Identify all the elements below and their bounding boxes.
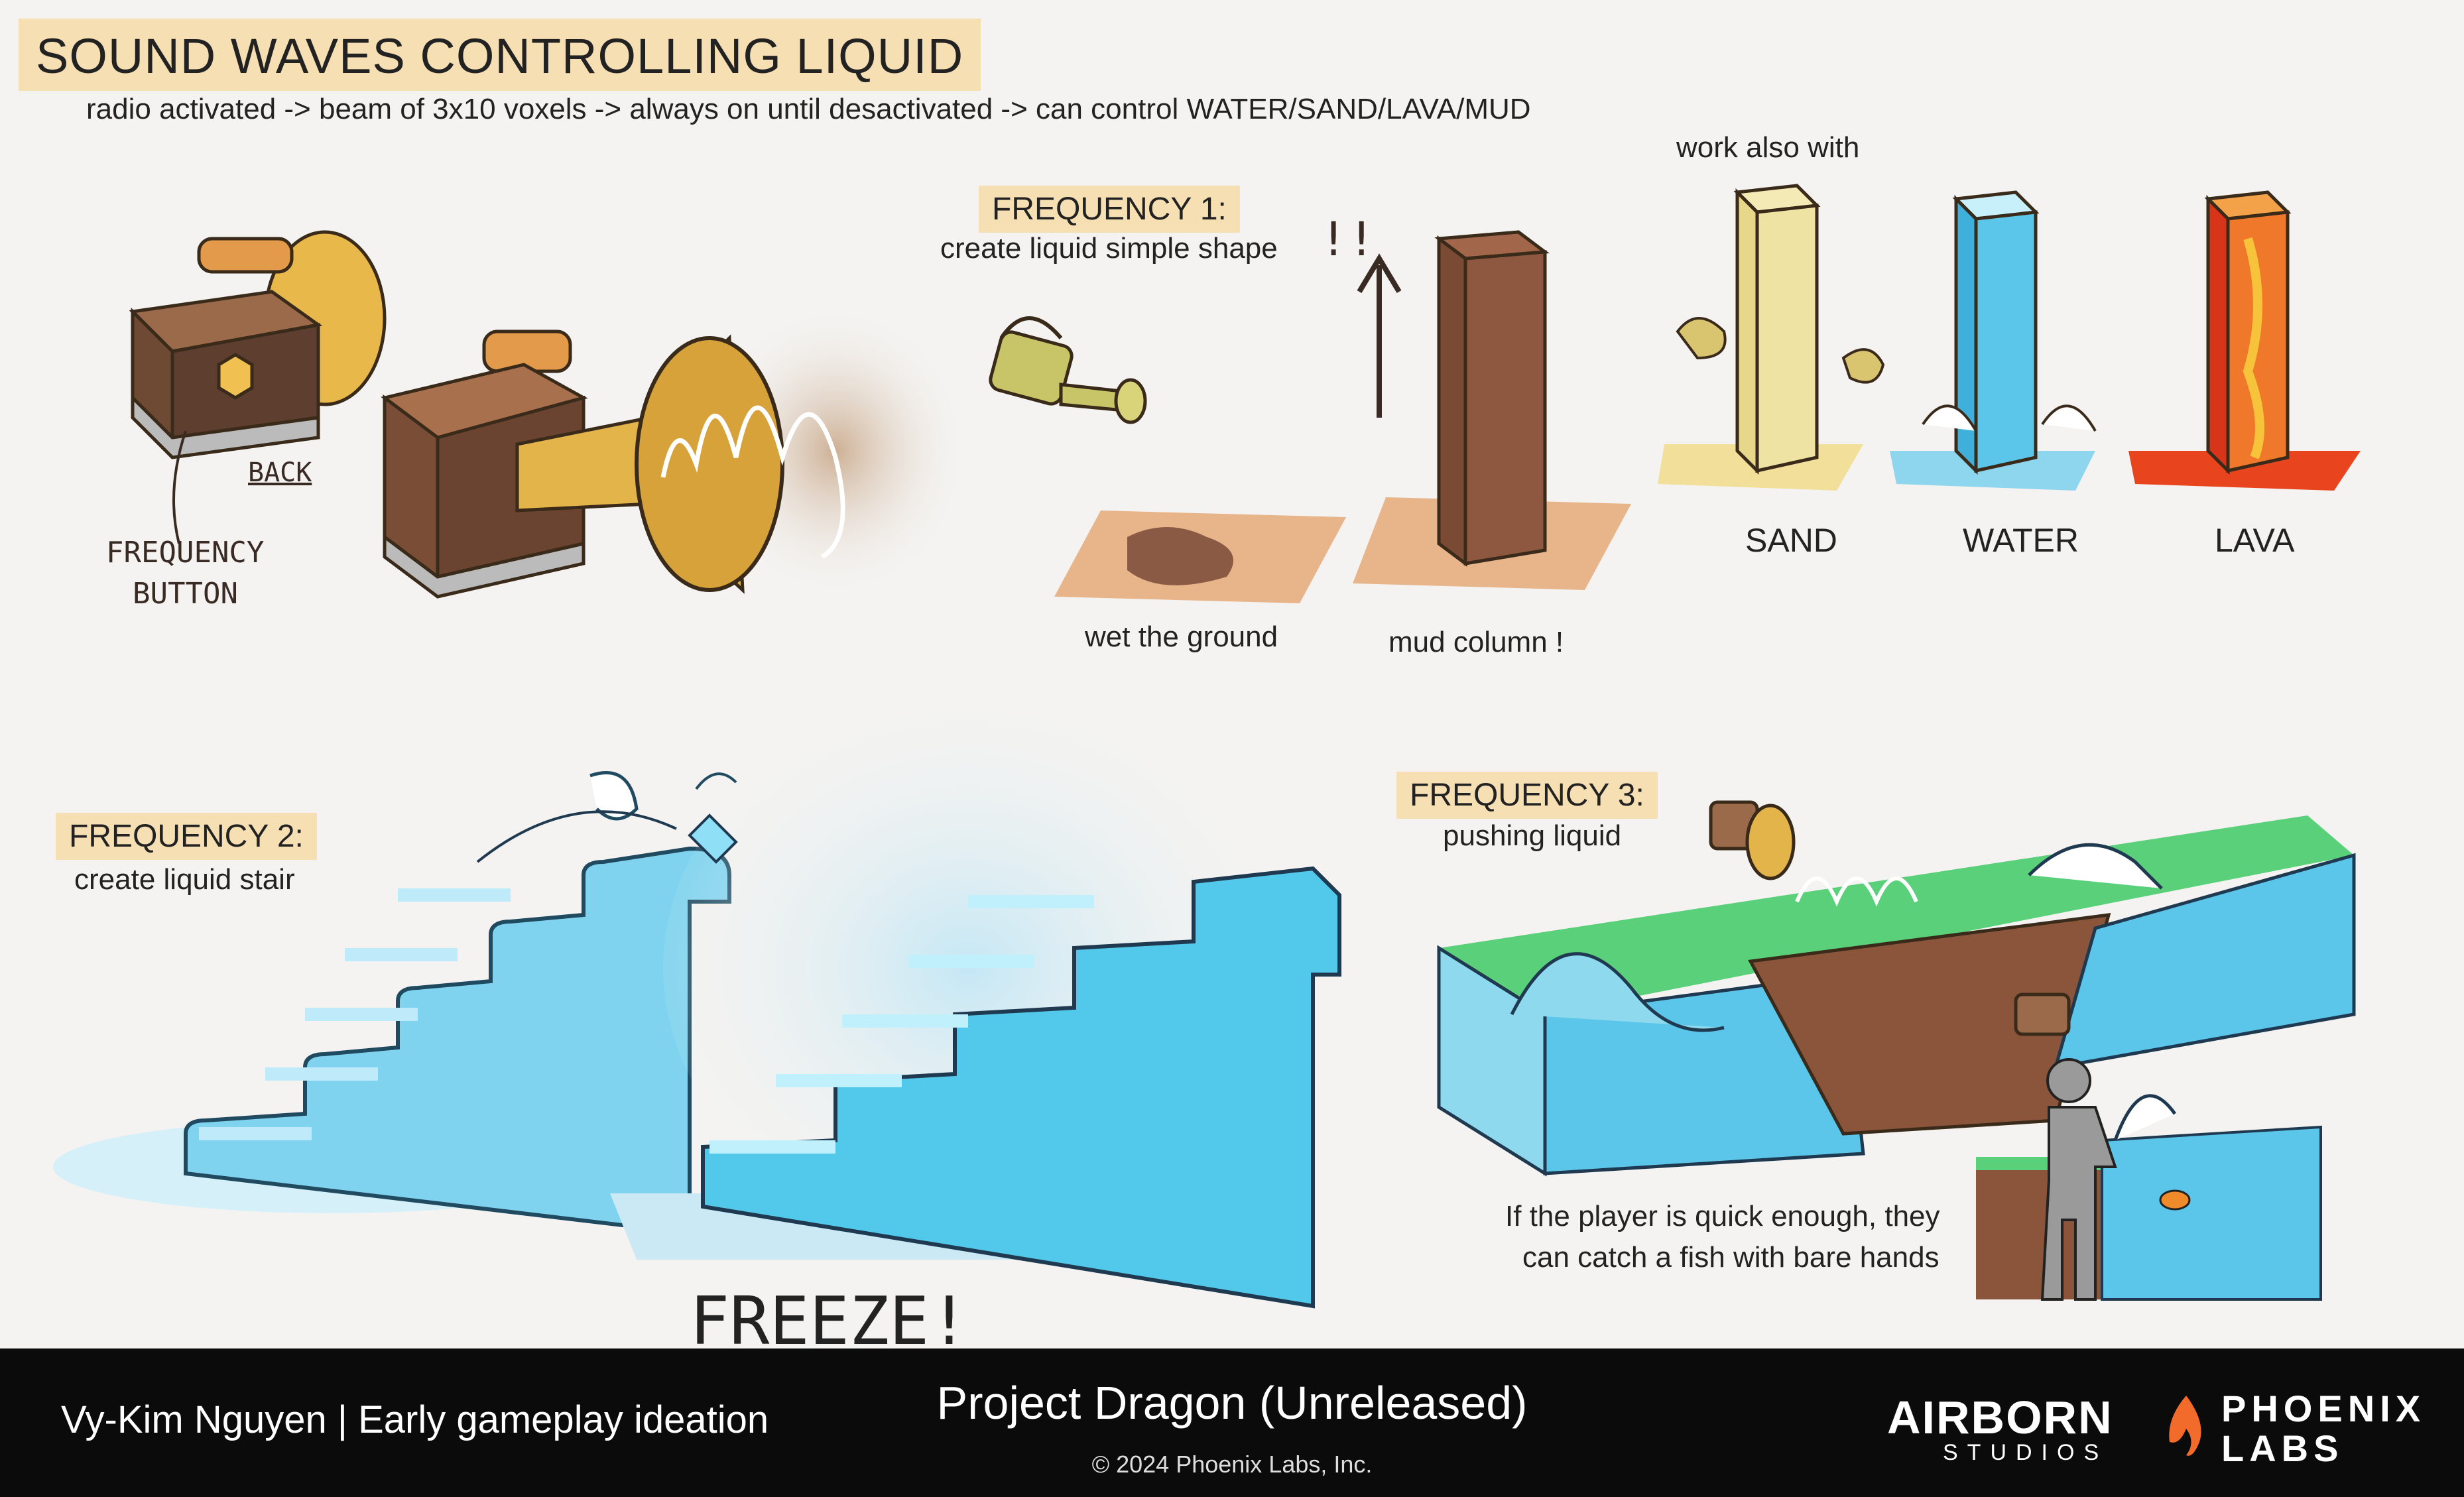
airborn-logo-subtext: STUDIOS bbox=[1943, 1440, 2109, 1465]
frequency-3-tag: FREQUENCY 3: bbox=[1396, 772, 1658, 819]
radio-back-illustration bbox=[129, 230, 387, 459]
frequency-2-description: create liquid stair bbox=[74, 863, 295, 896]
wet-ground-caption: wet the ground bbox=[1085, 621, 1278, 653]
phoenix-logo-line-2: LABS bbox=[2221, 1427, 2344, 1469]
page-title: SOUND WAVES CONTROLLING LIQUID bbox=[19, 19, 981, 91]
credit-context: Early gameplay ideation bbox=[358, 1398, 769, 1441]
water-label: WATER bbox=[1963, 522, 2079, 559]
copyright: © 2024 Phoenix Labs, Inc. bbox=[1091, 1451, 1373, 1478]
up-arrow-icon bbox=[1357, 253, 1402, 418]
exclamation-marks: !! bbox=[1320, 212, 1376, 267]
frequency-3-description: pushing liquid bbox=[1443, 819, 1622, 852]
pointer-line bbox=[172, 430, 187, 544]
page-subtitle: radio activated -> beam of 3x10 voxels -… bbox=[86, 93, 1531, 125]
mud-column-illustration bbox=[1353, 230, 1631, 590]
water-stair-illustration bbox=[53, 771, 737, 1236]
airborn-logo-text: AIRBORN bbox=[1887, 1392, 2113, 1443]
frequency-button-label-2: BUTTON bbox=[133, 577, 238, 611]
frequency-2-tag: FREQUENCY 2: bbox=[56, 813, 317, 860]
footer-bar bbox=[0, 1348, 2464, 1497]
mud-column-caption: mud column ! bbox=[1388, 626, 1564, 658]
wet-ground-tile bbox=[1054, 510, 1346, 603]
frequency-1-tag: FREQUENCY 1: bbox=[979, 186, 1240, 233]
back-label: BACK bbox=[248, 457, 312, 488]
sand-column-illustration bbox=[1658, 184, 1885, 491]
frequency-1-description: create liquid simple shape bbox=[940, 232, 1278, 265]
footer-credit: Vy-Kim Nguyen | Early gameplay ideation bbox=[61, 1398, 769, 1442]
lava-column-illustration bbox=[2128, 190, 2361, 491]
credit-separator: | bbox=[337, 1398, 347, 1441]
project-name: Project Dragon (Unreleased) bbox=[936, 1377, 1528, 1429]
watering-can-illustration bbox=[989, 316, 1147, 424]
fish-note-line-1: If the player is quick enough, they bbox=[1505, 1200, 1940, 1232]
sand-label: SAND bbox=[1745, 522, 1837, 559]
pushing-liquid-illustration bbox=[1437, 800, 2356, 1177]
frequency-button-label-1: FREQUENCY bbox=[106, 536, 265, 569]
work-also-with-label: work also with bbox=[1676, 131, 1860, 164]
author-name: Vy-Kim Nguyen bbox=[61, 1398, 327, 1441]
radio-front-illustration bbox=[381, 305, 968, 599]
water-column-illustration bbox=[1890, 190, 2097, 491]
lava-label: LAVA bbox=[2215, 522, 2295, 559]
fish-note-line-2: can catch a fish with bare hands bbox=[1522, 1241, 1940, 1274]
fish-catch-illustration bbox=[1976, 1058, 2322, 1301]
phoenix-flame-icon bbox=[2169, 1396, 2201, 1456]
freeze-label: FREEZE! bbox=[690, 1282, 969, 1360]
phoenix-logo-line-1: PHOENIX bbox=[2221, 1388, 2426, 1429]
frozen-stair-illustration bbox=[476, 703, 1341, 1309]
